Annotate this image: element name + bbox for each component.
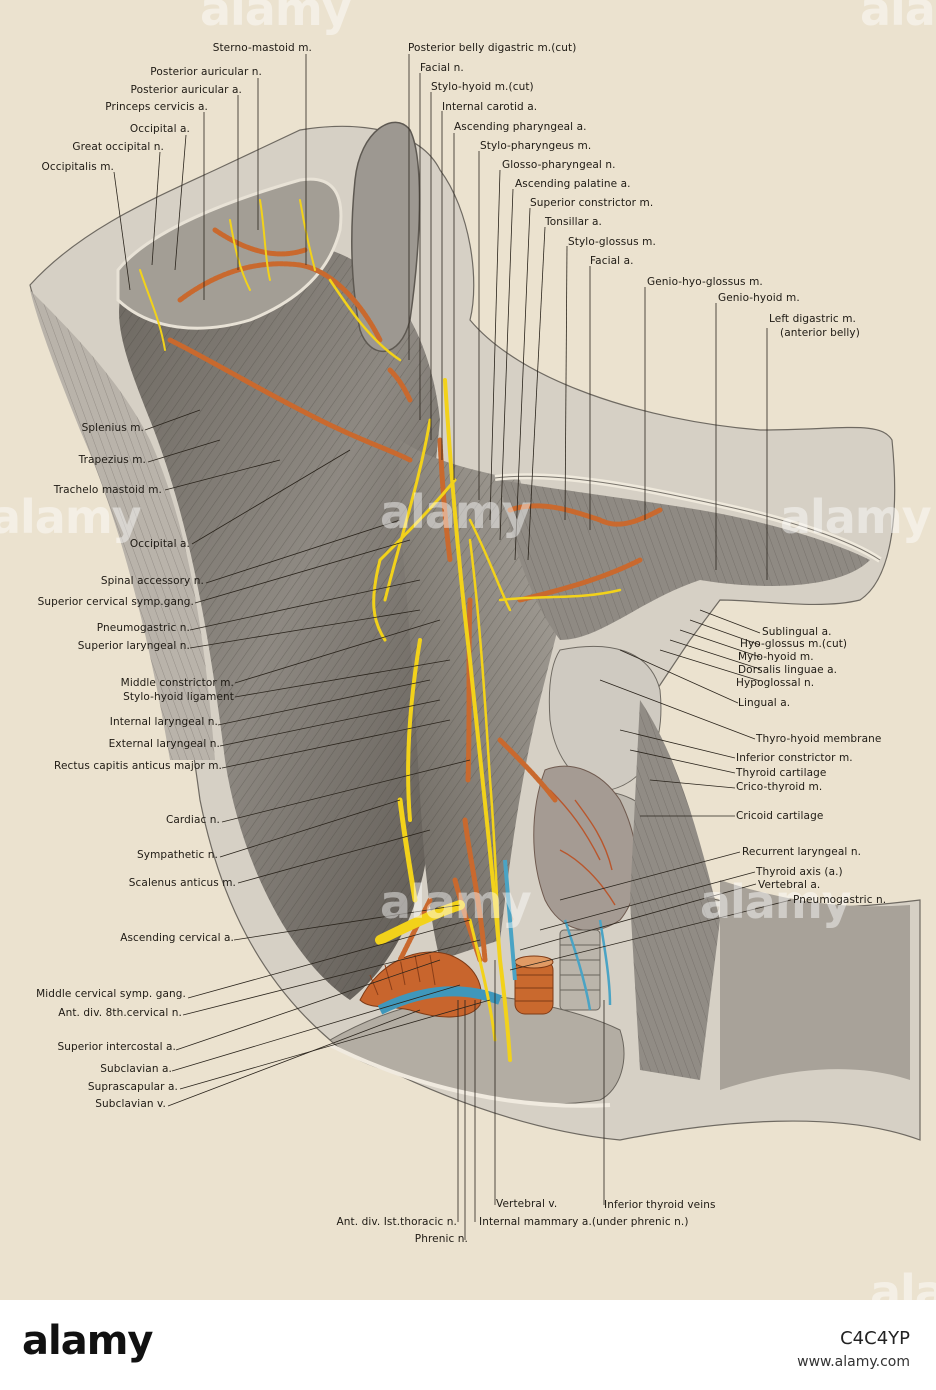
- neck-dissection-illustration: [29, 121, 921, 1141]
- label-sterno-mastoid: Sterno-mastoid m.: [212, 42, 312, 54]
- sternomastoid-lower: [720, 880, 910, 1090]
- carotid-cut: [514, 955, 554, 1015]
- label-anterior-belly: (anterior belly): [780, 327, 860, 339]
- label-facial-a: Facial a.: [590, 255, 634, 267]
- watermark-top-right: alamy: [860, 0, 936, 36]
- label-scalenus-anticus: Scalenus anticus m.: [128, 877, 236, 889]
- label-ascending-pharyngeal: Ascending pharyngeal a.: [454, 121, 587, 133]
- thyroid-gland: [533, 765, 638, 931]
- label-ascending-cervical: Ascending cervical a.: [120, 932, 234, 944]
- label-dorsalis-linguae: Dorsalis linguae a.: [738, 664, 838, 676]
- label-posterior-auricular-a: Posterior auricular a.: [130, 84, 242, 96]
- label-genio-hyo-glossus: Genio-hyo-glossus m.: [647, 276, 763, 288]
- label-inferior-constrictor: Inferior constrictor m.: [736, 752, 853, 764]
- label-pneumogastric-left: Pneumogastric n.: [96, 622, 190, 634]
- watermark-right: alamy: [780, 490, 932, 544]
- label-genio-hyoid: Genio-hyoid m.: [718, 292, 800, 304]
- watermark-center: alamy: [380, 485, 532, 539]
- watermark-top: alamy: [200, 0, 352, 36]
- label-stylo-glossus: Stylo-glossus m.: [568, 236, 656, 248]
- label-trapezius: Trapezius m.: [78, 454, 146, 466]
- label-posterior-auricular-n: Posterior auricular n.: [150, 66, 262, 78]
- label-subclavian-a: Subclavian a.: [100, 1063, 172, 1075]
- ear: [350, 121, 421, 353]
- label-trachelo-mastoid: Trachelo mastoid m.: [53, 484, 162, 496]
- label-stylo-hyoid-ligament: Stylo-hyoid ligament: [123, 691, 234, 703]
- label-lingual-a: Lingual a.: [738, 697, 791, 709]
- nerves: [139, 199, 622, 1062]
- label-posterior-belly-digastric: Posterior belly digastric m.(cut): [408, 42, 577, 54]
- label-sublingual: Sublingual a.: [762, 626, 832, 638]
- footer-url: www.alamy.com: [797, 1354, 910, 1370]
- label-stylo-pharyngeus: Stylo-pharyngeus m.: [480, 140, 592, 152]
- label-cricoid-cartilage: Cricoid cartilage: [736, 810, 824, 822]
- label-suprascapular: Suprascapular a.: [87, 1081, 178, 1093]
- label-left-digastric: Left digastric m.: [769, 313, 856, 325]
- label-ant-div-1st-thoracic: Ant. div. Ist.thoracic n.: [336, 1216, 457, 1228]
- inferior-thyroid-veins: [563, 919, 612, 1011]
- label-occipitalis: Occipitalis m.: [41, 161, 114, 173]
- label-superior-cervical-gang: Superior cervical symp.gang.: [37, 596, 194, 608]
- label-rectus-capitis: Rectus capitis anticus major m.: [54, 760, 222, 772]
- label-ascending-palatine: Ascending palatine a.: [515, 178, 631, 190]
- label-spinal-accessory: Spinal accessory n.: [100, 575, 204, 587]
- label-recurrent-laryngeal: Recurrent laryngeal n.: [742, 846, 862, 858]
- image-id: C4C4YP: [840, 1328, 910, 1349]
- label-vertebral-a: Vertebral a.: [758, 879, 821, 891]
- label-occipital-a-top: Occipital a.: [129, 123, 190, 135]
- label-hyo-glossus: Hyo-glossus m.(cut): [740, 638, 848, 650]
- label-facial-n-top: Facial n.: [420, 62, 464, 74]
- label-subclavian-v: Subclavian v.: [95, 1098, 166, 1110]
- anatomical-plate: alamy alamy alamy alamy alamy alamy alam…: [0, 0, 936, 1300]
- arteries: [167, 227, 663, 963]
- scalp-flap: [116, 177, 343, 330]
- label-hypoglossal: Hypoglossal n.: [736, 677, 815, 689]
- label-great-occipital: Great occipital n.: [72, 141, 164, 153]
- label-inferior-thyroid-veins: Inferior thyroid veins: [604, 1199, 716, 1211]
- label-princeps-cervicis: Princeps cervicis a.: [105, 101, 208, 113]
- internal-jugular-vein: [503, 859, 517, 981]
- label-vertebral-v: Vertebral v.: [496, 1198, 558, 1210]
- watermark-lower-right: alamy: [700, 875, 852, 929]
- label-leader-lines: [113, 54, 792, 1240]
- label-phrenic: Phrenic n.: [414, 1233, 468, 1245]
- label-middle-cervical-gang: Middle cervical symp. gang.: [36, 988, 186, 1000]
- label-mylo-hyoid: Mylo-hyoid m.: [738, 651, 814, 663]
- label-superior-laryngeal: Superior laryngeal n.: [77, 640, 190, 652]
- watermark-lower-center: alamy: [380, 875, 532, 929]
- label-thyroid-cartilage: Thyroid cartilage: [736, 767, 827, 779]
- label-sympathetic: Sympathetic n.: [137, 849, 218, 861]
- label-glosso-pharyngeal: Glosso-pharyngeal n.: [502, 159, 616, 171]
- label-internal-mammary: Internal mammary a.(under phrenic n.): [479, 1216, 689, 1228]
- label-external-laryngeal: External laryngeal n.: [108, 738, 220, 750]
- label-thyro-hyoid-membrane: Thyro-hyoid membrane: [756, 733, 882, 745]
- watermark-left: alamy: [0, 490, 142, 544]
- label-superior-intercostal: Superior intercostal a.: [57, 1041, 176, 1053]
- label-superior-constrictor: Superior constrictor m.: [530, 197, 654, 209]
- label-ant-div-8th: Ant. div. 8th.cervical n.: [58, 1007, 182, 1019]
- label-internal-laryngeal: Internal laryngeal n.: [109, 716, 218, 728]
- label-pneumogastric-right: Pneumogastric n.: [793, 894, 887, 906]
- alamy-logo: alamy: [22, 1318, 153, 1364]
- watermark-bottom-right: alamy: [870, 1265, 936, 1300]
- label-crico-thyroid: Crico-thyroid m.: [736, 781, 823, 793]
- label-thyroid-axis: Thyroid axis (a.): [756, 866, 843, 878]
- label-occipital-a-left: Occipital a.: [129, 538, 190, 550]
- stock-footer: alamy C4C4YP www.alamy.com: [0, 1300, 936, 1390]
- label-stylo-hyoid-cut: Stylo-hyoid m.(cut): [431, 81, 534, 93]
- label-tonsillar: Tonsillar a.: [545, 216, 602, 228]
- label-internal-carotid: Internal carotid a.: [442, 101, 538, 113]
- label-middle-constrictor: Middle constrictor m.: [120, 677, 234, 689]
- label-cardiac: Cardiac n.: [165, 814, 220, 826]
- label-splenius: Splenius m.: [81, 422, 144, 434]
